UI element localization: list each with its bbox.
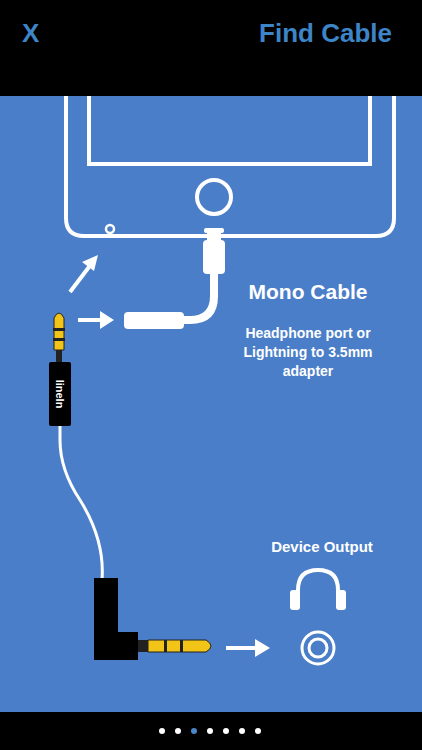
- cable-note: Headphone port or Lightning to 3.5mm ada…: [218, 324, 398, 381]
- close-button: X: [22, 18, 39, 49]
- plug-label: lineIn: [54, 380, 66, 409]
- screen-title: Find Cable: [259, 18, 392, 49]
- cable-name: Mono Cable: [218, 280, 398, 304]
- output-label: Device Output: [232, 538, 412, 555]
